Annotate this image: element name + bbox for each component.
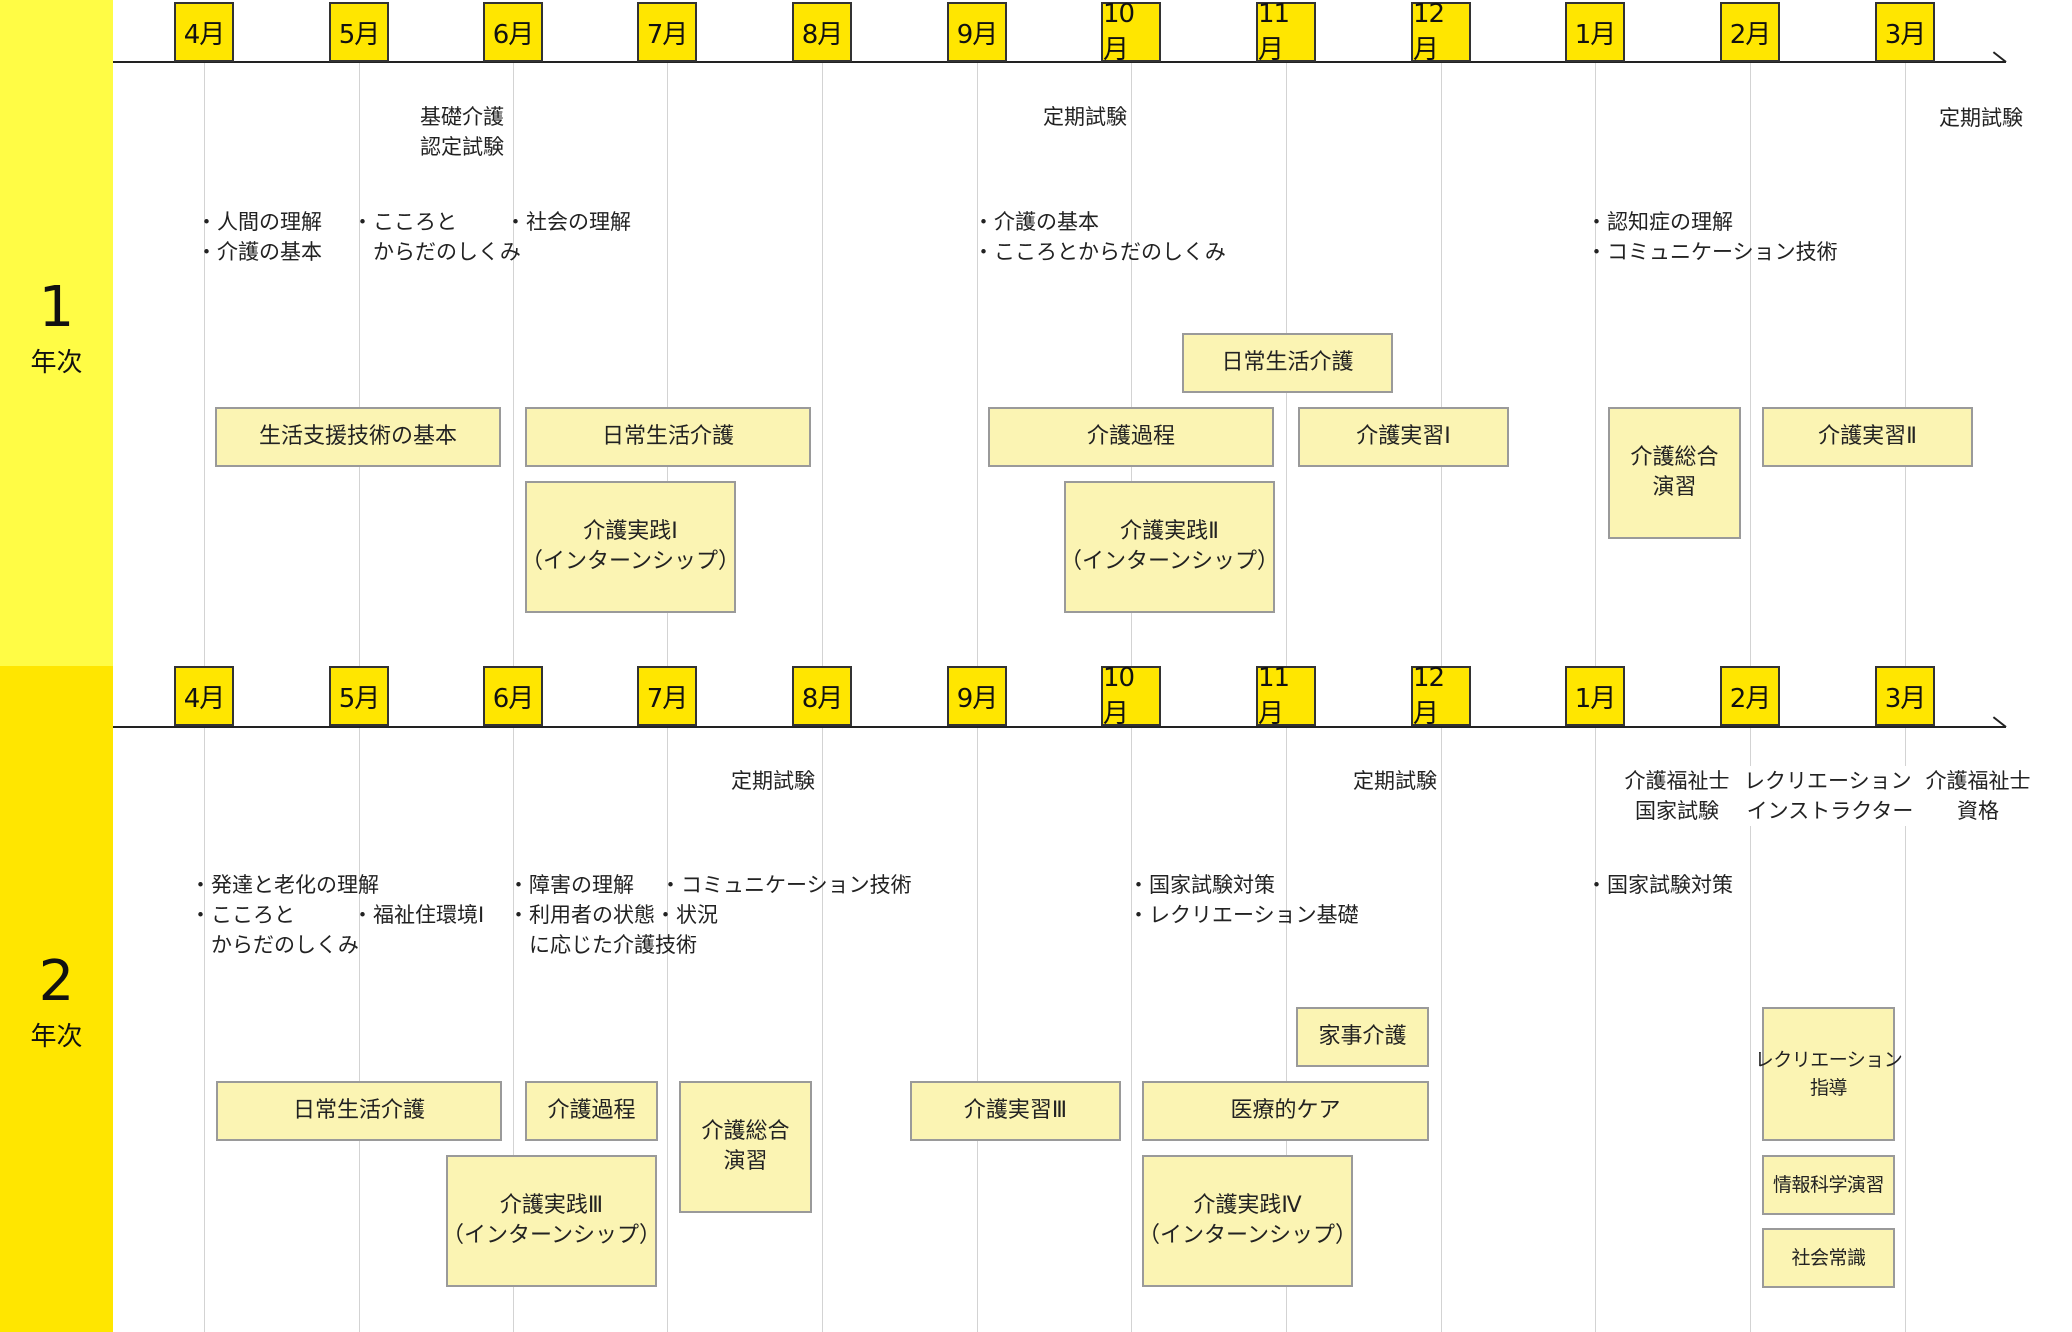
month-marker: 3月 bbox=[1875, 666, 1935, 726]
gridline-2-7 bbox=[1286, 727, 1287, 1332]
month-marker: 10月 bbox=[1101, 663, 1161, 729]
event-note: 定期試験 bbox=[731, 769, 815, 793]
topic-note: ・社会の理解 bbox=[505, 210, 631, 234]
month-marker: 2月 bbox=[1720, 2, 1780, 62]
event-note: 定期試験 bbox=[1353, 769, 1437, 793]
event-note: 定期試験 bbox=[1043, 105, 1127, 129]
topic-note: ・国家試験対策 bbox=[1586, 873, 1733, 897]
month-marker: 8月 bbox=[792, 666, 852, 726]
month-marker: 11月 bbox=[1256, 663, 1316, 729]
year-2-axis bbox=[113, 726, 2006, 728]
year-1-number: 1 bbox=[38, 275, 75, 340]
course-box: 生活支援技術の基本 bbox=[215, 407, 501, 467]
gridline-2-5 bbox=[977, 727, 978, 1332]
month-marker: 7月 bbox=[637, 2, 697, 62]
course-box: 介護実習Ⅰ bbox=[1298, 407, 1509, 467]
gridline-1-4 bbox=[822, 62, 823, 666]
course-box: 介護実習Ⅲ bbox=[910, 1081, 1121, 1141]
gridline-1-0 bbox=[204, 62, 205, 666]
course-box: 介護実践Ⅲ （インターンシップ） bbox=[442, 1155, 661, 1287]
month-marker: 4月 bbox=[174, 2, 234, 62]
gridline-2-3 bbox=[667, 727, 668, 1332]
year-1-label: 年次 bbox=[30, 348, 83, 378]
course-box: 介護総合 演習 bbox=[1608, 407, 1741, 539]
gridline-1-10 bbox=[1750, 62, 1751, 666]
topic-note: ・コミュニケーション技術 bbox=[660, 873, 912, 897]
topic-note: ・福祉住環境Ⅰ bbox=[352, 903, 485, 927]
month-marker: 5月 bbox=[329, 666, 389, 726]
course-box: 介護実践Ⅳ （インターンシップ） bbox=[1138, 1155, 1357, 1287]
month-marker: 11月 bbox=[1256, 0, 1316, 65]
month-marker: 12月 bbox=[1411, 663, 1471, 729]
gridline-2-2 bbox=[513, 727, 514, 1332]
month-marker: 8月 bbox=[792, 2, 852, 62]
month-marker: 5月 bbox=[329, 2, 389, 62]
gridline-2-6 bbox=[1131, 727, 1132, 1332]
gridline-1-9 bbox=[1595, 62, 1596, 666]
year-2-band: 2 年次 bbox=[0, 666, 113, 1332]
event-note: 介護福祉士 資格 bbox=[1916, 766, 2040, 826]
course-box: 介護総合 演習 bbox=[679, 1081, 812, 1213]
topic-note: ・障害の理解 ・利用者の状態・状況 に応じた介護技術 bbox=[508, 873, 718, 957]
gridline-2-0 bbox=[204, 727, 205, 1332]
month-marker: 6月 bbox=[483, 2, 543, 62]
month-marker: 3月 bbox=[1875, 2, 1935, 62]
month-marker: 12月 bbox=[1411, 0, 1471, 65]
gridline-2-11 bbox=[1905, 727, 1906, 1332]
month-marker: 7月 bbox=[637, 666, 697, 726]
course-box: 介護実習Ⅱ bbox=[1762, 407, 1973, 467]
gridline-1-6 bbox=[1131, 62, 1132, 666]
month-marker: 9月 bbox=[947, 666, 1007, 726]
event-note: 定期試験 bbox=[1939, 106, 2023, 130]
month-marker: 1月 bbox=[1565, 666, 1625, 726]
gridline-1-8 bbox=[1441, 62, 1442, 666]
gridline-2-10 bbox=[1750, 727, 1751, 1332]
course-box: 家事介護 bbox=[1296, 1007, 1429, 1067]
course-box: 医療的ケア bbox=[1142, 1081, 1429, 1141]
course-box: 情報科学演習 bbox=[1762, 1155, 1895, 1215]
topic-note: ・人間の理解 ・介護の基本 bbox=[196, 210, 322, 264]
year-2-label: 年次 bbox=[30, 1022, 83, 1052]
event-note: レクリエーション・ インストラクター bbox=[1740, 766, 1933, 826]
course-box: 介護実践Ⅱ （インターンシップ） bbox=[1060, 481, 1279, 613]
course-box: 社会常識 bbox=[1762, 1228, 1895, 1288]
course-box: 介護過程 bbox=[988, 407, 1274, 467]
gridline-2-1 bbox=[359, 727, 360, 1332]
gridline-2-9 bbox=[1595, 727, 1596, 1332]
year-1-axis bbox=[113, 61, 2006, 63]
topic-note: ・発達と老化の理解 ・こころと からだのしくみ bbox=[190, 873, 379, 957]
month-marker: 9月 bbox=[947, 2, 1007, 62]
month-marker: 2月 bbox=[1720, 666, 1780, 726]
year-1-band: 1 年次 bbox=[0, 0, 113, 666]
month-marker: 10月 bbox=[1101, 0, 1161, 65]
gridline-1-1 bbox=[359, 62, 360, 666]
gridline-1-3 bbox=[667, 62, 668, 666]
topic-note: ・こころと からだのしくみ bbox=[352, 210, 521, 264]
gridline-1-5 bbox=[977, 62, 978, 666]
topic-note: ・認知症の理解 ・コミュニケーション技術 bbox=[1586, 210, 1838, 264]
course-box: 日常生活介護 bbox=[1182, 333, 1393, 393]
course-box: 介護実践Ⅰ （インターンシップ） bbox=[521, 481, 740, 613]
event-note: 介護福祉士 国家試験 bbox=[1610, 766, 1744, 826]
topic-note: ・国家試験対策 ・レクリエーション基礎 bbox=[1128, 873, 1359, 927]
event-note: 基礎介護 認定試験 bbox=[420, 105, 504, 159]
course-box: 日常生活介護 bbox=[525, 407, 811, 467]
month-marker: 4月 bbox=[174, 666, 234, 726]
course-box: レクリエーション 指導 bbox=[1755, 1007, 1903, 1141]
month-marker: 1月 bbox=[1565, 2, 1625, 62]
gridline-2-8 bbox=[1441, 727, 1442, 1332]
course-box: 介護過程 bbox=[525, 1081, 658, 1141]
year-2-number: 2 bbox=[38, 949, 75, 1014]
course-box: 日常生活介護 bbox=[216, 1081, 502, 1141]
gridline-2-4 bbox=[822, 727, 823, 1332]
month-marker: 6月 bbox=[483, 666, 543, 726]
gridline-1-11 bbox=[1905, 62, 1906, 666]
gridline-1-2 bbox=[513, 62, 514, 666]
topic-note: ・介護の基本 ・こころとからだのしくみ bbox=[973, 210, 1226, 264]
